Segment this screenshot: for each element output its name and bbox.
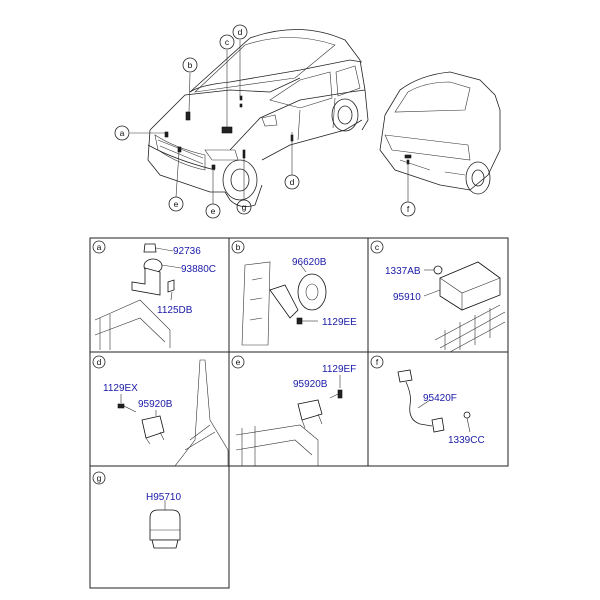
part-number-95910: 95910 (393, 292, 421, 303)
callout-d-top: d (232, 24, 248, 40)
svg-text:d: d (238, 27, 243, 37)
part-number-1129EE: 1129EE (322, 317, 357, 328)
front-vehicle-illustration (147, 29, 369, 208)
part-number-1125DB: 1125DB (157, 305, 193, 316)
callout-f: f (400, 201, 416, 217)
part-number-1129EF: 1129EF (322, 364, 356, 375)
part-number-96620B: 96620B (292, 257, 327, 268)
callout-c: c (219, 34, 235, 50)
callout-g: g (236, 199, 252, 215)
callout-e-right: e (205, 203, 221, 219)
panel-c: c 1337AB 95910 (370, 240, 506, 353)
svg-text:a: a (120, 128, 125, 138)
panel-a: a 92736 93880C 1125DB (92, 240, 216, 350)
panel-grid (89, 237, 509, 589)
panel-g: g H95710 (92, 471, 181, 549)
front-leader-lines (130, 40, 293, 204)
svg-text:d: d (97, 357, 102, 367)
panel-f: f 95420F 1339CC (370, 355, 485, 446)
svg-text:a: a (97, 242, 102, 252)
svg-text:e: e (174, 199, 179, 209)
callout-a: a (114, 125, 130, 141)
svg-text:c: c (225, 37, 230, 47)
svg-text:f: f (376, 357, 379, 367)
svg-text:f: f (407, 204, 410, 214)
part-number-95420F: 95420F (423, 393, 457, 404)
svg-text:g: g (242, 202, 247, 212)
part-number-93880C: 93880C (181, 264, 216, 275)
svg-text:g: g (97, 473, 102, 483)
callout-e-left: e (168, 196, 184, 212)
callout-d-side: d (284, 174, 300, 190)
callout-b: b (182, 57, 198, 73)
panel-b: b 96620B 1129EE (231, 240, 357, 346)
part-number-1337AB: 1337AB (385, 266, 421, 277)
part-number-95920B: 95920B (138, 399, 173, 410)
rear-vehicle-illustration (379, 71, 501, 202)
part-number-H95710: H95710 (146, 492, 181, 503)
part-number-1129EX: 1129EX (103, 383, 138, 394)
part-number-95920B-e: 95920B (293, 379, 328, 390)
part-number-92736: 92736 (173, 246, 201, 257)
panel-e: e 1129EF 95920B (231, 355, 356, 466)
panel-d: d 1129EX 95920B (92, 355, 229, 467)
svg-text:d: d (290, 177, 295, 187)
part-number-1339CC: 1339CC (448, 435, 485, 446)
svg-text:e: e (211, 206, 216, 216)
svg-text:b: b (188, 60, 193, 70)
svg-text:c: c (375, 242, 380, 252)
svg-text:b: b (236, 242, 241, 252)
svg-text:e: e (236, 357, 241, 367)
